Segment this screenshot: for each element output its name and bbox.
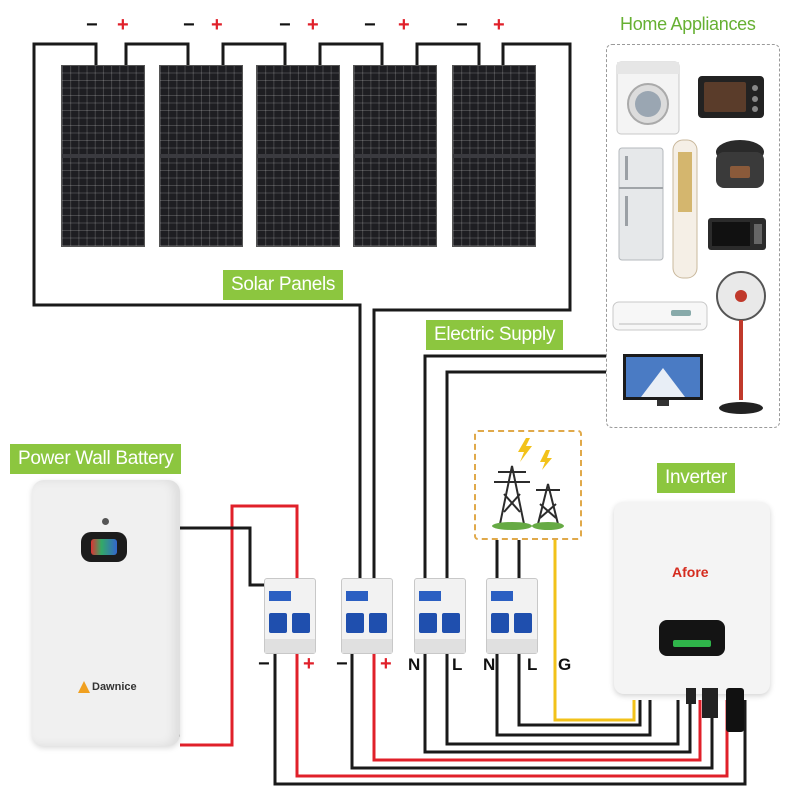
grid-breaker (486, 578, 538, 654)
transmission-tower-icon (492, 438, 564, 530)
inverter-brand: Afore (672, 564, 709, 580)
ground-wire (553, 536, 636, 722)
battery-brand: Dawnice (92, 681, 137, 693)
terminal-pv-positive: + (380, 653, 392, 675)
supply-n-wire (423, 354, 606, 585)
panel-5-negative: − (456, 14, 468, 36)
panel-2-negative: − (183, 14, 195, 36)
supply-n-out-wire (423, 652, 692, 754)
tower-ac-icon (672, 139, 698, 279)
rice-cooker-icon (716, 140, 764, 188)
terminal-battery-negative: − (258, 653, 270, 675)
grid-l-out-wire (517, 652, 642, 727)
panel-5-positive: + (493, 14, 505, 36)
pv-pos-out-wire (372, 652, 702, 762)
solar-panel-icon (61, 65, 145, 247)
battery-neg-out-wire (273, 652, 747, 786)
red-wires (180, 504, 729, 778)
grid-n-out-wire (495, 652, 652, 737)
terminal-grid-n: N (483, 655, 496, 674)
panel-jumper-4 (415, 42, 481, 65)
solar-panels-label: Solar Panels (223, 270, 344, 300)
solar-string-wires (32, 42, 572, 585)
panel-2-positive: + (211, 14, 223, 36)
oven-icon (698, 76, 764, 118)
panel-1-negative: − (86, 14, 98, 36)
battery-brand-logo-icon (78, 681, 90, 693)
terminal-supply-l: L (452, 655, 463, 674)
panel-4-positive: + (398, 14, 410, 36)
power-wall-battery: Dawnice (32, 480, 180, 746)
breaker-output-wires (273, 652, 747, 786)
home-appliances-title: Home Appliances (620, 14, 756, 34)
battery-pos-out-wire (295, 652, 729, 778)
television-icon (623, 354, 703, 406)
battery-negative-wire (180, 526, 275, 587)
solar-panel-icon (353, 65, 437, 247)
solar-negative-wire (32, 42, 362, 585)
grid-wires (495, 536, 521, 585)
terminal-battery-positive: + (303, 653, 315, 675)
pv-breaker (341, 578, 393, 654)
panel-1-positive: + (117, 14, 129, 36)
inverter-unit: Afore (614, 502, 770, 694)
fan-icon (716, 271, 766, 414)
supply-l-wire (445, 370, 606, 585)
battery-display (81, 532, 127, 562)
panel-jumper-1 (124, 42, 190, 65)
solar-panel-icon (159, 65, 243, 247)
supply-l-out-wire (445, 652, 680, 746)
panel-jumper-2 (221, 42, 287, 65)
supply-breaker (414, 578, 466, 654)
air-conditioner-icon (612, 301, 708, 331)
solar-panel-icon (452, 65, 536, 247)
terminal-pv-negative: − (336, 653, 348, 675)
inverter-connectors (686, 688, 744, 732)
electric-supply-label: Electric Supply (426, 320, 564, 350)
pv-neg-out-wire (350, 652, 714, 770)
supply-wires (423, 354, 606, 585)
battery-indicator-dot (102, 518, 109, 525)
terminal-ground: G (558, 655, 572, 674)
inverter-display (659, 620, 725, 656)
lightning-icon (540, 450, 552, 470)
solar-panel-icon (256, 65, 340, 247)
microwave-icon (708, 218, 766, 250)
terminal-supply-n: N (408, 655, 421, 674)
panel-3-negative: − (279, 14, 291, 36)
inverter-label: Inverter (657, 463, 736, 493)
panel-jumper-3 (318, 42, 384, 65)
battery-breaker (264, 578, 316, 654)
grid-supply-box (474, 430, 582, 540)
panel-3-positive: + (307, 14, 319, 36)
power-wall-battery-label: Power Wall Battery (10, 444, 182, 474)
panel-4-negative: − (364, 14, 376, 36)
terminal-grid-l: L (527, 655, 538, 674)
solar-positive-wire (372, 42, 572, 585)
home-appliances-box (606, 44, 780, 428)
washing-machine-icon (616, 61, 680, 135)
battery-positive-wire (180, 504, 299, 747)
refrigerator-icon (618, 147, 664, 261)
lightning-icon (518, 438, 532, 462)
